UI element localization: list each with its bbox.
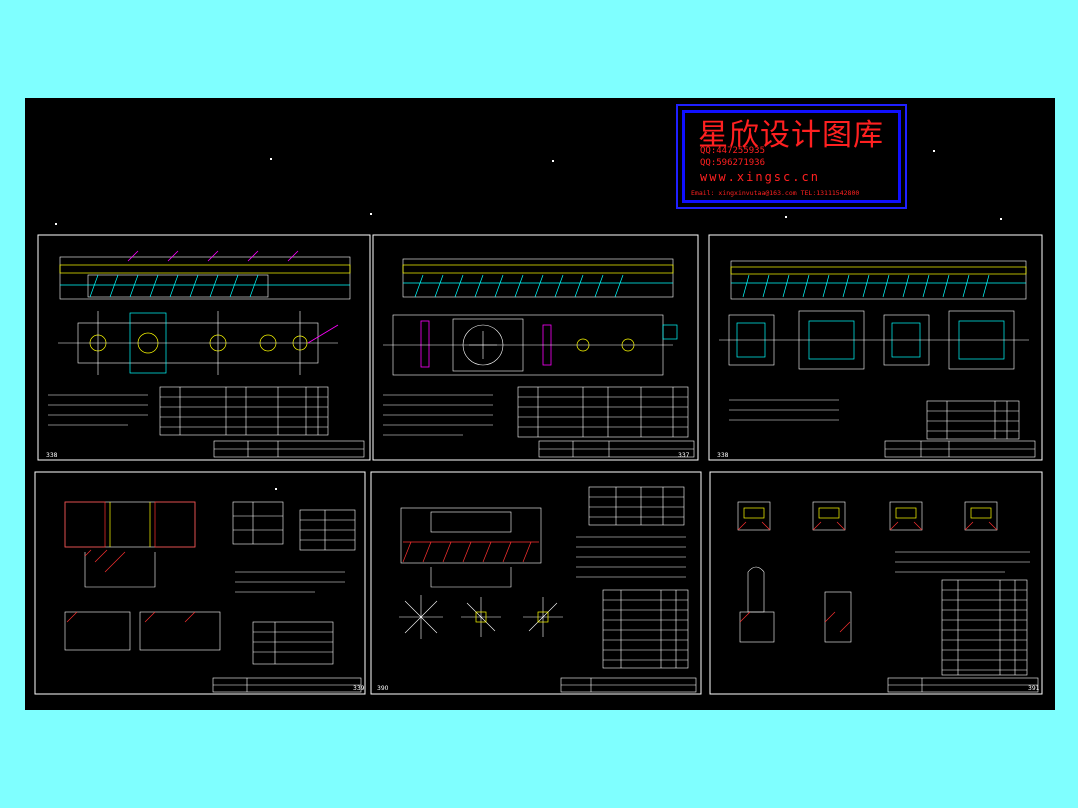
watermark-frame [682,110,901,203]
watermark-url: www.xingsc.cn [700,170,820,184]
sheet-5-page-number: 390 [377,685,389,692]
sheet-4: 339 [34,471,366,695]
sheet-5: 390 [370,471,702,695]
watermark-email: Email: xingxinvutaa@163.com TEL:13111542… [691,189,860,197]
cad-drawing-sheets: 338 337 [34,150,1043,695]
watermark-qq-2: QQ:596271936 [700,158,766,168]
sheet-6: 391 [709,471,1043,695]
watermark-logo: 星欣设计图库 QQ:447255935 QQ:596271936 www.xin… [676,104,907,209]
sheet-3-page-number: 338 [717,452,729,459]
watermark-qq-1: QQ:447255935 [700,146,766,156]
sheet-1-page-number: 338 [46,452,58,459]
cad-drawing-canvas: 338 337 [25,98,1055,710]
sheet-2-page-number: 337 [678,452,690,459]
sheet-3: 338 [708,234,1043,461]
watermark-title: 星欣设计图库 [698,118,884,153]
sheet-2: 337 [372,234,699,461]
sheet-6-page-number: 391 [1028,685,1040,692]
sheet-4-page-number: 339 [353,685,365,692]
sheet-1: 338 [37,234,371,461]
